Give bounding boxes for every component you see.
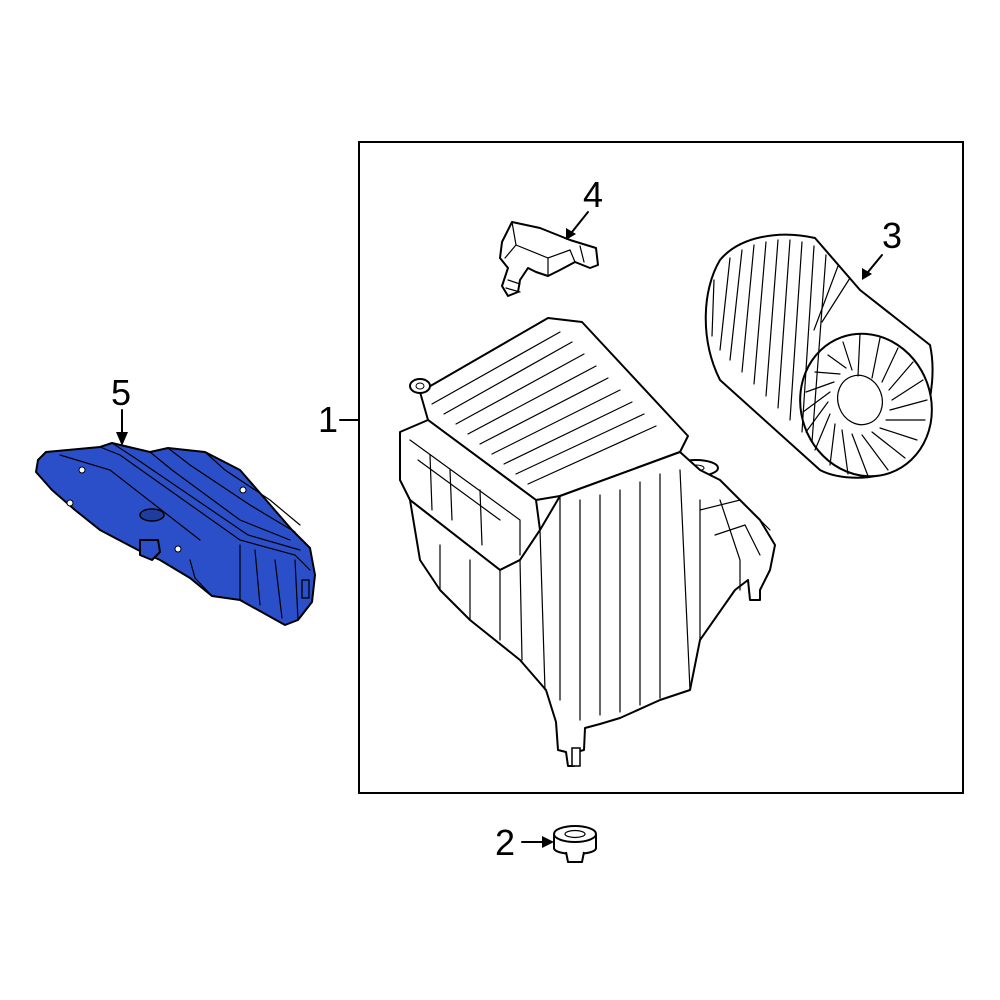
part-3-filter[interactable] bbox=[704, 233, 952, 495]
callout-1: 1 bbox=[318, 399, 338, 440]
callout-4-arrow bbox=[571, 211, 589, 233]
part-5-cover[interactable] bbox=[35, 442, 316, 626]
callout-3: 3 bbox=[882, 215, 902, 256]
part-1-housing[interactable] bbox=[399, 317, 776, 767]
assembly-frame bbox=[358, 141, 964, 794]
callout-2: 2 bbox=[495, 822, 515, 863]
callout-4: 4 bbox=[583, 174, 603, 215]
part-2-grommet[interactable] bbox=[553, 825, 597, 863]
part-4-sensor[interactable] bbox=[499, 221, 599, 297]
callout-3-arrow bbox=[867, 254, 883, 273]
callout-5: 5 bbox=[111, 372, 131, 413]
